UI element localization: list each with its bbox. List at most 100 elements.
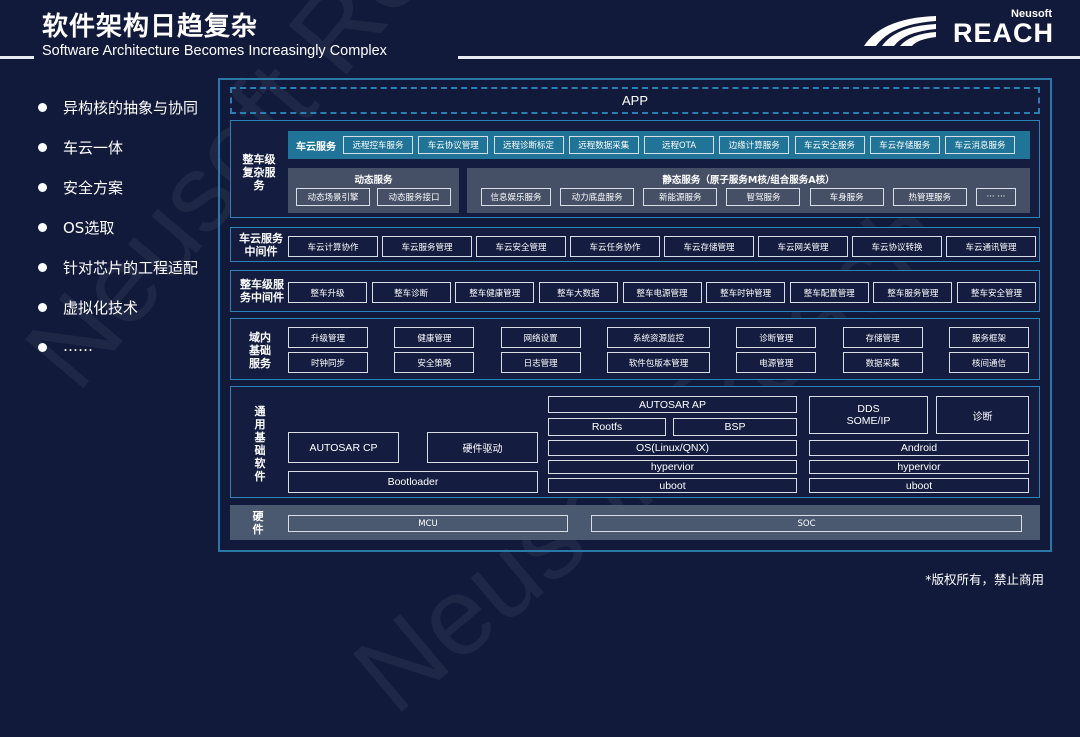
logo: Neusoft REACH — [862, 8, 1054, 48]
cloud-service-item: 边缘计算服务 — [719, 136, 790, 154]
section-label: 整车级服务中间件 — [240, 278, 284, 304]
bullet-dot-icon — [38, 263, 47, 272]
domain-service-item: 日志管理 — [500, 352, 581, 373]
dds-label: DDS — [857, 403, 880, 415]
cloud-service-item: 远程诊断标定 — [493, 136, 564, 154]
bullet-item: 安全方案 — [36, 177, 198, 217]
mcu-box: MCU — [288, 515, 568, 532]
page-title: 软件架构日趋复杂 — [42, 12, 259, 42]
android-box: Android — [809, 440, 1029, 456]
cloud-service-item: 远程OTA — [644, 136, 714, 154]
static-services-title: 静态服务（原子服务M核/组合服务A核） — [662, 175, 835, 186]
bullet-text: 车云一体 — [63, 139, 124, 157]
section-label: 域内基础服务 — [249, 331, 271, 370]
domain-service-item: 数据采集 — [842, 352, 923, 373]
cloud-middleware-item: 车云服务管理 — [382, 236, 472, 257]
vehicle-middleware-item: 整车服务管理 — [873, 282, 953, 303]
bullet-text: OS选取 — [63, 219, 115, 237]
bullet-text: 针对芯片的工程适配 — [63, 259, 199, 277]
bullet-text: 安全方案 — [63, 179, 124, 197]
architecture-frame — [218, 78, 1052, 552]
static-service-item: 动力底盘服务 — [560, 188, 635, 206]
section-label: 整车级复杂服务 — [242, 153, 276, 192]
bullet-text: 虚拟化技术 — [63, 299, 139, 317]
bullet-dot-icon — [38, 343, 47, 352]
bullet-dot-icon — [38, 183, 47, 192]
someip-label: SOME/IP — [846, 415, 891, 427]
divider — [458, 56, 1080, 59]
dynamic-services-panel: 动态服务 动态场景引擎动态服务接口 — [288, 168, 459, 213]
domain-service-item: 软件包版本管理 — [606, 352, 710, 373]
cloud-service-item: 车云安全服务 — [794, 136, 865, 154]
domain-service-item: 时钟同步 — [288, 352, 368, 373]
hardware-section: 硬件 MCU SOC — [230, 505, 1040, 540]
logo-brand-top: Neusoft — [1011, 8, 1052, 20]
static-service-item: 信息娱乐服务 — [481, 188, 551, 206]
bullet-text: …… — [63, 337, 93, 355]
static-service-item: 智驾服务 — [726, 188, 801, 206]
vehicle-middleware-item: 整车安全管理 — [957, 282, 1036, 303]
dynamic-services-title: 动态服务 — [354, 175, 393, 186]
vehicle-middleware-item: 整车时钟管理 — [706, 282, 786, 303]
hardware-driver-box: 硬件驱动 — [427, 432, 538, 463]
vehicle-middleware-item: 整车大数据 — [538, 282, 618, 303]
dynamic-service-item: 动态服务接口 — [377, 188, 451, 206]
static-service-item: 热管理服务 — [892, 188, 967, 206]
vehicle-middleware-section: 整车级服务中间件 整车升级整车诊断整车健康管理整车大数据整车电源管理整车时钟管理… — [230, 270, 1040, 312]
bullet-item: …… — [36, 337, 198, 377]
bullet-item: OS选取 — [36, 217, 198, 257]
cloud-middleware-item: 车云计算协作 — [288, 236, 378, 257]
divider — [0, 56, 34, 59]
bsp-box: BSP — [673, 418, 797, 436]
cloud-middleware-item: 车云网关管理 — [758, 236, 848, 257]
bullet-item: 车云一体 — [36, 137, 198, 177]
cloud-middleware-item: 车云协议转换 — [852, 236, 942, 257]
cloud-service-item: 车云消息服务 — [945, 136, 1015, 154]
static-service-item: 车身服务 — [809, 188, 884, 206]
cloud-service-item: 车云协议管理 — [418, 136, 489, 154]
domain-service-item: 电源管理 — [736, 352, 817, 373]
bullet-dot-icon — [38, 303, 47, 312]
uboot-box: uboot — [809, 478, 1029, 493]
static-service-item: 新能源服务 — [643, 188, 718, 206]
cloud-middleware-item: 车云任务协作 — [570, 236, 660, 257]
rootfs-box: Rootfs — [548, 418, 666, 436]
domain-service-item: 诊断管理 — [736, 327, 817, 348]
domain-services-section: 域内基础服务 升级管理健康管理网络设置系统资源监控诊断管理存储管理服务框架 时钟… — [230, 318, 1040, 380]
vehicle-middleware-item: 整车诊断 — [371, 282, 451, 303]
static-service-item: ··· ··· — [975, 188, 1016, 206]
cloud-service-item: 远程控车服务 — [343, 136, 413, 154]
bullet-text: 异构核的抽象与协同 — [63, 99, 199, 117]
vehicle-middleware-item: 整车升级 — [288, 282, 367, 303]
copyright-footer: *版权所有，禁止商用 — [925, 572, 1044, 587]
hypervisor-box: hypervior — [548, 460, 797, 474]
cloud-middleware-item: 车云安全管理 — [476, 236, 566, 257]
app-layer: APP — [230, 87, 1040, 114]
bullet-item: 异构核的抽象与协同 — [36, 97, 198, 137]
bullet-dot-icon — [38, 103, 47, 112]
domain-service-item: 服务框架 — [948, 327, 1029, 348]
vehicle-middleware-item: 整车健康管理 — [455, 282, 535, 303]
autosar-cp-box: AUTOSAR CP — [288, 432, 399, 463]
domain-service-item: 健康管理 — [394, 327, 475, 348]
bootloader-box: Bootloader — [288, 471, 538, 493]
vehicle-middleware-item: 整车电源管理 — [622, 282, 702, 303]
soc-box: SOC — [591, 515, 1022, 532]
logo-brand: REACH — [952, 18, 1054, 48]
dynamic-service-item: 动态场景引擎 — [296, 188, 370, 206]
bullet-dot-icon — [38, 223, 47, 232]
cloud-middleware-item: 车云存储管理 — [664, 236, 754, 257]
cloud-service-item: 远程数据采集 — [568, 136, 639, 154]
road-stripes-icon — [864, 16, 936, 46]
page-subtitle: Software Architecture Becomes Increasing… — [42, 43, 387, 59]
vehicle-middleware-item: 整车配置管理 — [789, 282, 869, 303]
domain-service-item: 系统资源监控 — [606, 327, 710, 348]
hypervisor-box: hypervior — [809, 460, 1029, 474]
bullet-dot-icon — [38, 143, 47, 152]
cloud-service-item: 车云存储服务 — [869, 136, 940, 154]
domain-service-item: 核间通信 — [948, 352, 1029, 373]
bullet-item: 虚拟化技术 — [36, 297, 198, 337]
domain-service-item: 网络设置 — [500, 327, 581, 348]
uboot-box: uboot — [548, 478, 797, 493]
